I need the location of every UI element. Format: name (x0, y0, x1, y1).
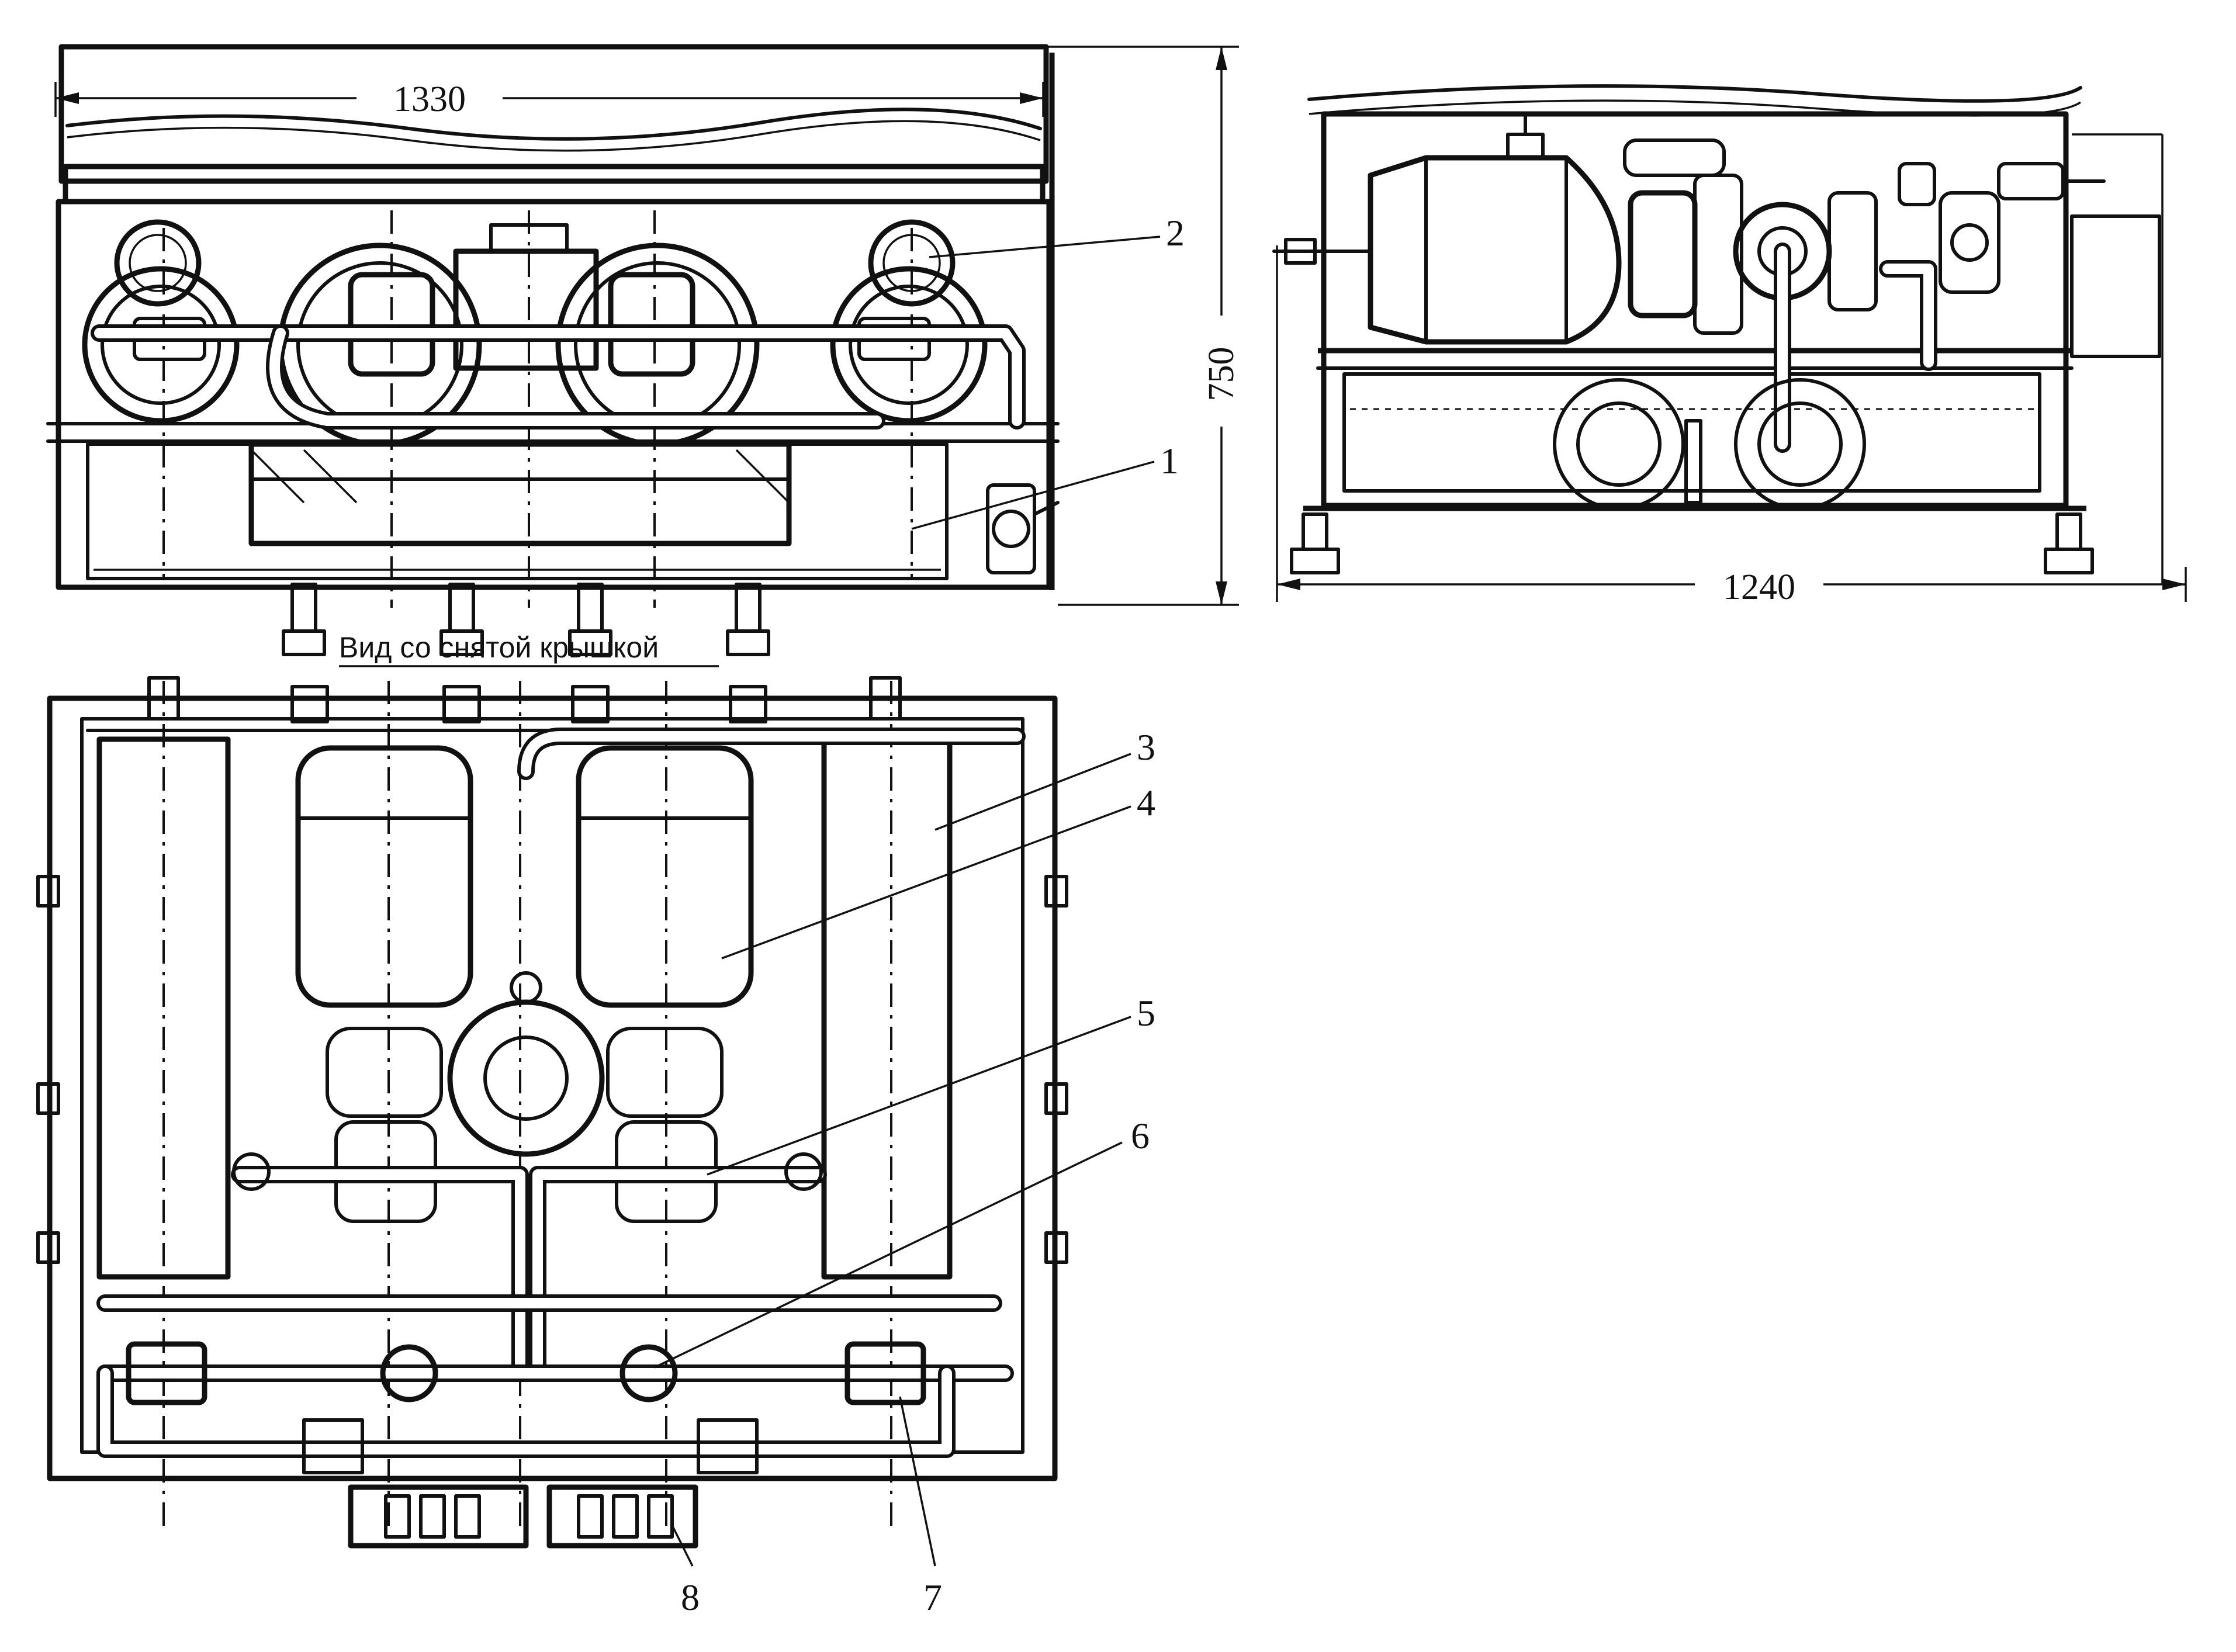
callout-3: 3 (1137, 726, 1155, 768)
callouts: 1 2 3 4 5 6 7 8 (654, 212, 1185, 1618)
caption-group: Вид со снятой крышкой (339, 631, 719, 667)
callout-1: 1 (1160, 440, 1179, 482)
front-view-dimensions: 1330 750 (54, 46, 1245, 606)
side-view (1272, 84, 2164, 584)
callout-8: 8 (681, 1577, 700, 1618)
callout-6: 6 (1131, 1115, 1150, 1156)
front-view (46, 44, 1060, 656)
callout-4: 4 (1137, 782, 1155, 823)
dim-1330: 1330 (393, 79, 466, 119)
dim-750: 750 (1202, 347, 1241, 401)
dim-1240: 1240 (1723, 567, 1795, 607)
callout-5: 5 (1137, 992, 1155, 1034)
side-view-dimensions: 1240 (1276, 245, 2187, 608)
callout-2: 2 (1166, 212, 1185, 254)
view-caption: Вид со снятой крышкой (339, 631, 659, 664)
plan-view (36, 676, 1068, 1549)
callout-7: 7 (923, 1577, 942, 1618)
